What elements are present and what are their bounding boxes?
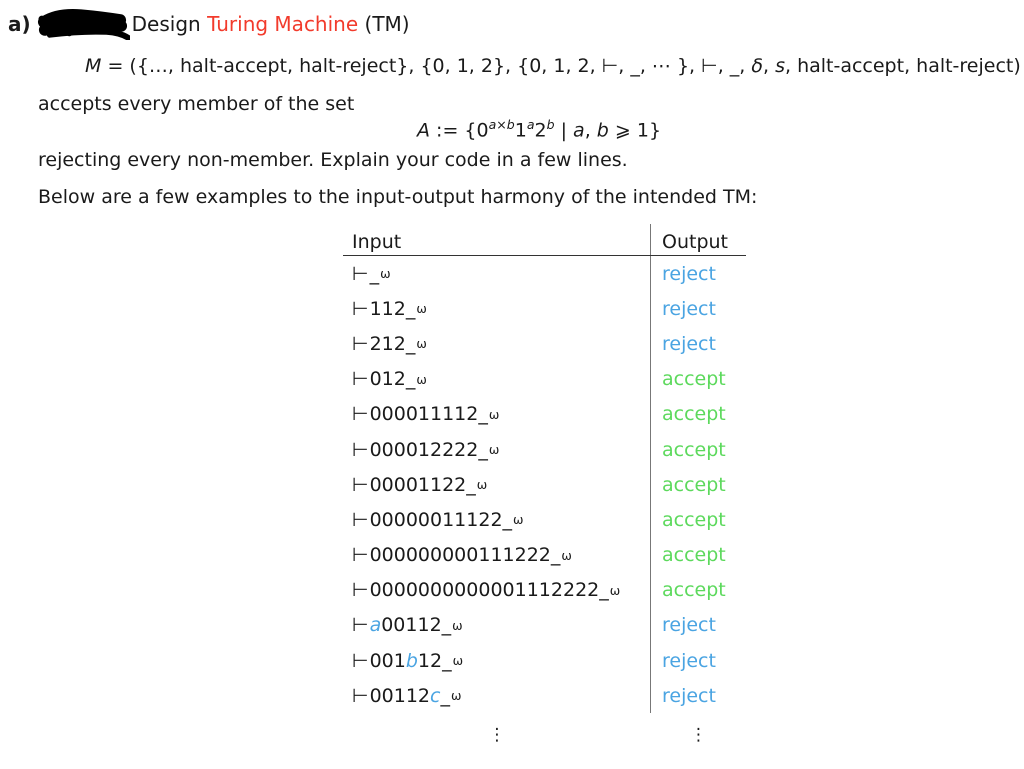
- examples-table: Input Output ⊢ _ω reject ⊢ 112_ω reject …: [343, 224, 746, 757]
- output-cell: accept: [662, 473, 726, 496]
- table-row: ⊢ 212_ω reject: [343, 326, 746, 362]
- output-cell: reject: [662, 332, 716, 355]
- ellipsis-row: ⋮ ⋮: [343, 713, 746, 757]
- output-cell: accept: [662, 368, 726, 391]
- input-cell: ⊢ 000000000111222_ω: [343, 537, 651, 573]
- input-cell: ⊢ 012_ω: [343, 361, 651, 397]
- output-ellipsis: ⋮: [690, 725, 707, 746]
- input-cell: ⊢ 000012222_ω: [343, 431, 651, 468]
- output-cell: accept: [662, 438, 726, 461]
- input-cell: ⊢ 000011112_ω: [343, 396, 651, 432]
- table-row: ⊢ 012_ω accept: [343, 361, 746, 397]
- input-cell: ⊢ 00001122_ω: [343, 467, 651, 503]
- table-header-row: Input Output: [343, 224, 746, 256]
- table-row: ⊢ 000011112_ω accept: [343, 396, 746, 432]
- input-cell: ⊢ 112_ω: [343, 291, 651, 327]
- output-column-header: Output: [662, 231, 728, 253]
- heading-text: Design Turing Machine (TM): [132, 12, 410, 36]
- table-row: ⊢ 00000011122_ω accept: [343, 502, 746, 538]
- problem-heading: a) Design Turing Machine (TM): [8, 8, 410, 40]
- heading-pre: Design: [131, 12, 208, 36]
- table-row: ⊢ 000000000111222_ω accept: [343, 537, 746, 573]
- problem-item-label: a): [8, 12, 31, 36]
- machine-definition: M = ({…, halt-accept, halt-reject}, {0, …: [85, 55, 1021, 77]
- heading-post: (TM): [358, 12, 410, 36]
- input-cell: ⊢ 212_ω: [343, 326, 651, 362]
- input-cell: ⊢ 00000011122_ω: [343, 502, 651, 538]
- input-ellipsis: ⋮: [488, 725, 506, 746]
- input-column-header: Input: [343, 224, 651, 255]
- table-row: ⊢ 0000000000001112222_ω accept: [343, 572, 746, 608]
- output-cell: accept: [662, 544, 726, 567]
- input-cell: ⊢ _ω: [343, 256, 651, 292]
- table-row: ⊢ _ω reject: [343, 256, 746, 292]
- reject-sentence: rejecting every non-member. Explain your…: [38, 149, 628, 171]
- table-row: ⊢ 112_ω reject: [343, 291, 746, 327]
- examples-sentence: Below are a few examples to the input-ou…: [38, 186, 758, 208]
- redaction-scribble-icon: [37, 8, 130, 40]
- output-cell: accept: [662, 508, 726, 531]
- examples-rows: ⊢ _ω reject ⊢ 112_ω reject ⊢ 212_ω rejec…: [343, 256, 746, 714]
- table-row: ⊢ 00001122_ω accept: [343, 467, 746, 503]
- output-cell: reject: [662, 262, 716, 285]
- input-cell: ⊢ 0000000000001112222_ω: [343, 572, 651, 608]
- table-row: ⊢ 000012222_ω accept: [343, 431, 746, 468]
- accepts-sentence: accepts every member of the set: [38, 93, 355, 115]
- output-cell: reject: [662, 297, 716, 320]
- output-cell: reject: [662, 649, 716, 672]
- heading-highlight: Turing Machine: [207, 12, 359, 36]
- set-definition: A := {0a×b1a2b | a, b ⩾ 1}: [417, 117, 662, 142]
- output-cell: reject: [662, 684, 716, 707]
- output-cell: accept: [662, 403, 726, 426]
- output-cell: reject: [662, 614, 716, 637]
- output-cell: accept: [662, 579, 726, 602]
